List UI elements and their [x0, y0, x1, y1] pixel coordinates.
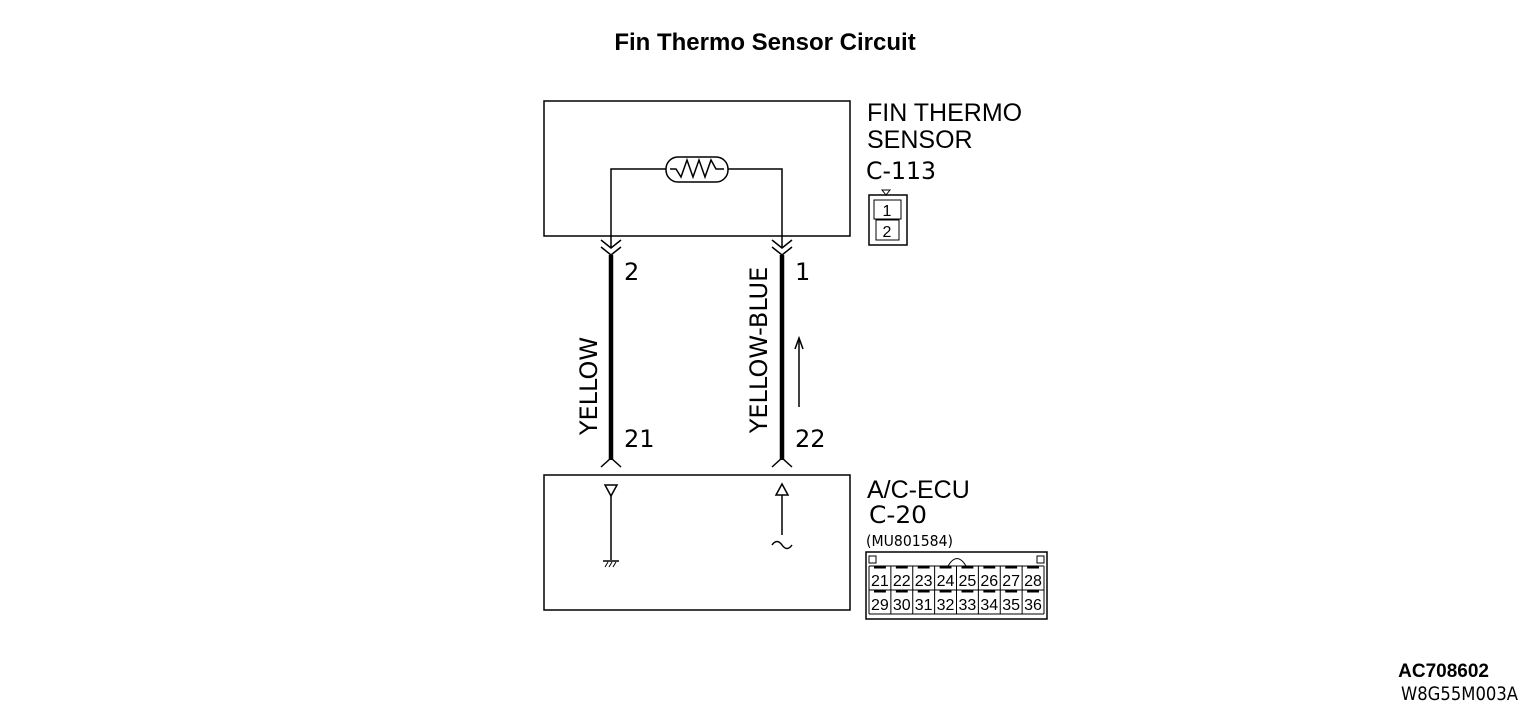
ecu-pin-27: 27	[1002, 573, 1020, 590]
ecu-pin-28: 28	[1024, 573, 1042, 590]
ecu-pin-31: 31	[915, 597, 933, 614]
ecu-pin-23: 23	[915, 573, 933, 590]
ac-ecu-box	[543, 474, 851, 611]
sensor-connector-face: 1 2	[868, 189, 908, 246]
ecu-side-pin-21: 21	[624, 425, 655, 453]
wire-yellow-blue	[771, 239, 793, 468]
wire-color-yellow: YELLOW	[575, 337, 603, 436]
ground-icon	[603, 484, 619, 568]
sensor-side-pin-2: 2	[624, 258, 639, 286]
sensor-pin-1: 1	[883, 203, 892, 220]
ecu-side-pin-22: 22	[795, 425, 826, 453]
ecu-pin-35: 35	[1002, 597, 1020, 614]
ecu-pin-36: 36	[1024, 597, 1042, 614]
ecu-pin-latch	[939, 566, 952, 569]
ecu-pin-22: 22	[893, 573, 911, 590]
ecu-pin-latch	[1027, 566, 1039, 569]
ecu-pin-34: 34	[980, 597, 998, 614]
ecu-pin-latch	[961, 590, 974, 593]
signal-direction-arrow-icon	[794, 335, 804, 407]
ecu-pin-latch	[1005, 590, 1018, 593]
sensor-name-line1: FIN THERMO	[867, 99, 1022, 127]
ecu-part-number: (MU801584)	[866, 532, 953, 550]
ecu-pin-latch	[917, 590, 930, 593]
ecu-pin-latch	[939, 590, 952, 593]
ecu-pin-latch	[895, 566, 908, 569]
signal-input-icon	[771, 482, 793, 550]
wire-yellow	[600, 239, 622, 468]
ecu-pin-33: 33	[959, 597, 977, 614]
ecu-pin-latch	[983, 590, 996, 593]
ecu-connector-label: C-20	[869, 501, 927, 529]
ecu-pin-latch	[1005, 566, 1018, 569]
ecu-pin-25: 25	[959, 573, 977, 590]
ecu-pin-latch	[983, 566, 996, 569]
ecu-pin-21: 21	[871, 573, 889, 590]
sensor-connector-label: C-113	[866, 157, 936, 185]
ecu-pin-30: 30	[893, 597, 911, 614]
sensor-pin-2: 2	[883, 224, 892, 241]
ecu-pin-latch	[895, 590, 908, 593]
ecu-pin-32: 32	[937, 597, 955, 614]
fin-thermo-sensor-box	[543, 100, 851, 237]
sensor-name-line2: SENSOR	[867, 126, 973, 154]
ecu-pin-24: 24	[937, 573, 955, 590]
diagram-title: Fin Thermo Sensor Circuit	[614, 29, 915, 56]
figure-code-2: W8G55M003A	[1401, 683, 1518, 705]
thermistor-icon	[610, 156, 783, 247]
sensor-side-pin-1: 1	[795, 258, 810, 286]
ecu-pin-latch	[874, 590, 886, 593]
ecu-pin-26: 26	[980, 573, 998, 590]
ecu-pin-latch	[961, 566, 974, 569]
ecu-pin-latch	[874, 566, 886, 569]
wire-color-yellow-blue: YELLOW-BLUE	[745, 267, 773, 435]
ecu-pin-29: 29	[871, 597, 889, 614]
figure-code-1: AC708602	[1398, 661, 1489, 682]
ecu-pin-latch	[917, 566, 930, 569]
ecu-pin-latch	[1027, 590, 1039, 593]
ecu-name: A/C-ECU	[867, 476, 970, 504]
